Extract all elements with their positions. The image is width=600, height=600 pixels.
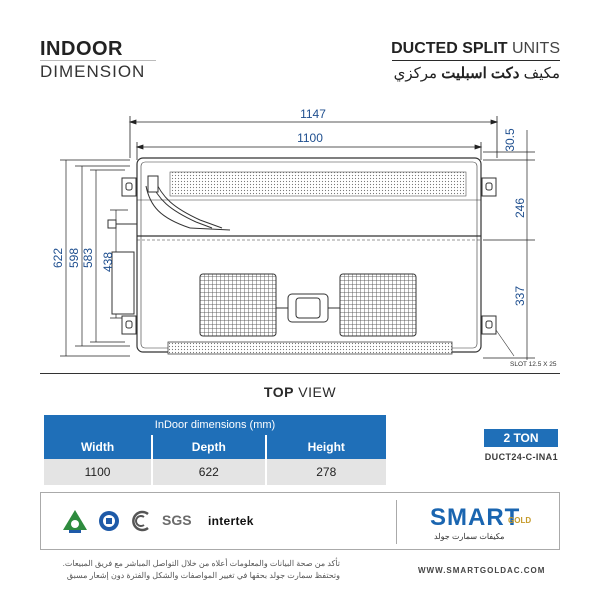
sgs-logo: SGS xyxy=(162,512,192,528)
view-label-bold: TOP xyxy=(263,384,294,400)
dim-337: 337 xyxy=(513,286,527,306)
dim-line-1100 xyxy=(135,142,483,160)
brand-logo: SMART xyxy=(430,504,521,531)
dim-lines-left xyxy=(60,159,130,357)
dim-622: 622 xyxy=(51,248,65,268)
intertek-logo: intertek xyxy=(208,514,254,528)
drain-tray xyxy=(167,341,453,355)
header-height: Height xyxy=(265,435,386,459)
website-link[interactable]: WWW.SMARTGOLDAC.COM xyxy=(418,566,546,575)
brand-sub: GOLD xyxy=(508,516,532,525)
dimensions-table: InDoor dimensions (mm) Width Depth Heigh… xyxy=(44,415,386,485)
product-ar-bold: دكت اسبليت xyxy=(441,65,520,82)
coil-fins xyxy=(169,171,467,197)
slot-label: SLOT 12.5 X 25 xyxy=(510,361,557,368)
header-divider xyxy=(40,60,156,61)
blower-right xyxy=(339,273,417,337)
refrigerant-pipes xyxy=(145,175,231,231)
dim-598: 598 xyxy=(67,248,81,268)
electric-box xyxy=(107,219,137,315)
tuv-logo-icon xyxy=(99,511,119,531)
fan-motor xyxy=(276,293,340,323)
saso-logo-icon xyxy=(63,510,87,533)
technical-drawing: 1147 1100 30.5 246 337 622 598 583 438 S… xyxy=(51,107,557,368)
disclaimer-line-1: تأكد من صحة البيانات والمعلومات أعلاه من… xyxy=(62,559,340,568)
blower-left xyxy=(199,273,277,337)
header-title: INDOOR xyxy=(40,38,123,60)
view-label-light: VIEW xyxy=(293,384,337,400)
disclaimer: تأكد من صحة البيانات والمعلومات أعلاه من… xyxy=(40,558,340,582)
slot-leader xyxy=(495,329,515,357)
mounting-brackets xyxy=(121,177,497,335)
model-number: DUCT24-C-INA1 xyxy=(484,452,558,462)
product-title-rule xyxy=(392,60,560,61)
dim-line-1147 xyxy=(128,116,499,158)
header-subtitle: DIMENSION xyxy=(40,62,146,81)
dim-438: 438 xyxy=(101,252,115,272)
logo-divider xyxy=(396,500,397,544)
product-ar-tail: مركزي xyxy=(393,65,442,82)
product-title-arabic: مكيف دكت اسبليت مركزي xyxy=(394,64,560,82)
table-title: InDoor dimensions (mm) xyxy=(44,415,386,435)
dim-246: 246 xyxy=(513,198,527,218)
disclaimer-line-2: وتحتفظ سمارت جولد بحقها في تغيير المواصف… xyxy=(66,571,340,580)
value-depth: 622 xyxy=(152,459,267,485)
product-title: DUCTED SPLIT UNITS xyxy=(391,40,560,58)
table-header-row: Width Depth Height xyxy=(44,435,386,459)
product-title-bold: DUCTED SPLIT xyxy=(391,40,508,57)
product-ar-prefix: مكيف xyxy=(519,65,560,82)
dim-583: 583 xyxy=(81,248,95,268)
dim-1147: 1147 xyxy=(300,107,326,121)
certification-bar xyxy=(40,492,560,550)
dim-1100: 1100 xyxy=(297,131,323,145)
view-label: TOP VIEW xyxy=(0,384,600,400)
capacity-badge: 2 TON xyxy=(484,429,558,447)
c-mark-logo-icon xyxy=(132,510,149,532)
dim-30-5: 30.5 xyxy=(503,128,517,152)
value-height: 278 xyxy=(265,459,386,485)
view-rule xyxy=(40,373,560,374)
table-row: 1100 622 278 xyxy=(44,459,386,485)
header-width: Width xyxy=(44,435,154,459)
dim-lines-right xyxy=(483,130,535,360)
value-width: 1100 xyxy=(44,459,154,485)
header-depth: Depth xyxy=(152,435,267,459)
product-title-light: UNITS xyxy=(507,40,560,57)
brand-arabic: مكيفات سمارت جولد xyxy=(434,532,505,541)
